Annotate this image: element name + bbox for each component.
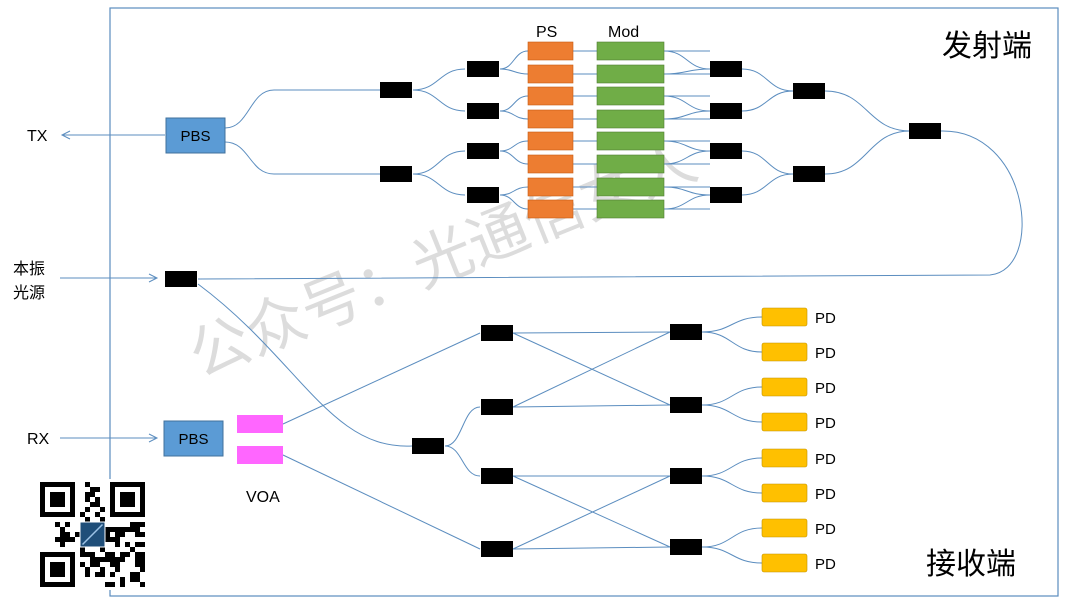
voa-top — [237, 415, 283, 433]
lo-coupler — [165, 271, 197, 287]
tx-coupler-l1-top — [380, 82, 412, 98]
tx-port-label: TX — [27, 128, 48, 145]
tx-pbs-box — [165, 117, 226, 154]
rx-coupler-e — [670, 324, 702, 340]
rx-input-arrow — [60, 433, 159, 443]
phase-shifter-8 — [527, 199, 574, 219]
photodiode-label-7: PD — [815, 521, 836, 538]
tx-coupler-l1-bottom — [380, 166, 412, 182]
photodiode-label-1: PD — [815, 310, 836, 327]
voa-bottom — [237, 446, 283, 464]
phase-shifter-2 — [527, 64, 574, 84]
phase-shifter-5 — [527, 131, 574, 151]
tx-pbs-label: PBS — [180, 128, 210, 145]
photodiode-1 — [761, 307, 808, 327]
voa-label: VOA — [246, 489, 280, 506]
photodiode-6 — [761, 483, 808, 503]
rx-hybrid-splitter — [412, 438, 444, 454]
rx-pbs-label: PBS — [178, 431, 208, 448]
lo-port-label-line2: 光源 — [13, 284, 45, 302]
photodiode-7 — [761, 518, 808, 538]
modulator-8 — [596, 199, 665, 219]
chip-frame — [109, 7, 1059, 597]
rx-coupler-g — [670, 468, 702, 484]
photodiode-8 — [761, 553, 808, 573]
photodiode-label-5: PD — [815, 451, 836, 468]
qr-code-icon — [37, 479, 148, 590]
lo-input-arrow — [60, 273, 159, 283]
tx-coupler-r1-bottom — [793, 166, 825, 182]
modulator-7 — [596, 177, 665, 197]
photodiode-5 — [761, 448, 808, 468]
rx-pbs-box — [163, 420, 224, 457]
rx-coupler-b — [481, 399, 513, 415]
phase-shifter-6 — [527, 154, 574, 174]
phase-shifter-7 — [527, 177, 574, 197]
modulator-4 — [596, 109, 665, 129]
rx-coupler-f — [670, 397, 702, 413]
photodiode-label-4: PD — [815, 415, 836, 432]
phase-shifter-1 — [527, 41, 574, 61]
rx-coupler-h — [670, 539, 702, 555]
rx-port-label: RX — [27, 431, 50, 448]
photodiode-4 — [761, 412, 808, 432]
rx-section-title: 接收端 — [926, 548, 1016, 581]
photodiode-2 — [761, 342, 808, 362]
rx-coupler-a — [481, 325, 513, 341]
rx-coupler-d — [481, 541, 513, 557]
tx-coupler-l2-3 — [467, 143, 499, 159]
tx-coupler-l2-4 — [467, 187, 499, 203]
modulator-2 — [596, 64, 665, 84]
tx-section-title: 发射端 — [942, 30, 1032, 63]
photodiode-label-2: PD — [815, 345, 836, 362]
phase-shifter-4 — [527, 109, 574, 129]
rx-coupler-c — [481, 468, 513, 484]
photodiode-label-6: PD — [815, 486, 836, 503]
tx-coupler-l2-1 — [467, 61, 499, 77]
modulator-1 — [596, 41, 665, 61]
ps-column-label: PS — [536, 24, 557, 41]
tx-coupler-output — [909, 123, 941, 139]
phase-shifter-3 — [527, 86, 574, 106]
tx-output-arrow — [60, 130, 165, 140]
photodiode-3 — [761, 377, 808, 397]
photodiode-label-8: PD — [815, 556, 836, 573]
tx-coupler-r2-4 — [710, 187, 742, 203]
tx-coupler-r2-3 — [710, 143, 742, 159]
tx-coupler-l2-2 — [467, 103, 499, 119]
lo-port-label-line1: 本振 — [13, 260, 45, 278]
modulator-6 — [596, 154, 665, 174]
photodiode-label-3: PD — [815, 380, 836, 397]
modulator-5 — [596, 131, 665, 151]
tx-coupler-r2-2 — [710, 103, 742, 119]
mod-column-label: Mod — [608, 24, 639, 41]
tx-coupler-r2-1 — [710, 61, 742, 77]
modulator-3 — [596, 86, 665, 106]
tx-coupler-r1-top — [793, 83, 825, 99]
